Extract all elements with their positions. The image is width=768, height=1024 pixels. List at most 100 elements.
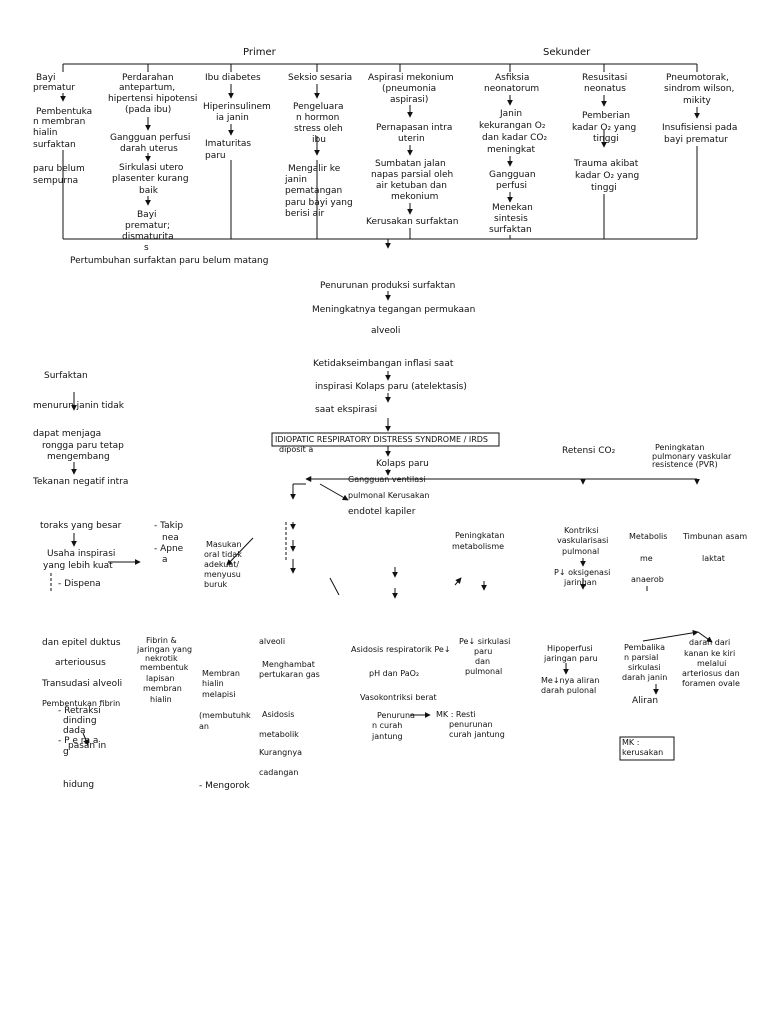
pvr-0: Peningkatan — [655, 443, 704, 452]
asidosis-met-1: metabolik — [259, 730, 299, 739]
c4-line-7: pematangan — [285, 186, 342, 196]
asidosis-met-3: cadangan — [259, 768, 298, 777]
primary-cause-ibu-diabetes: Ibu diabetes Hiperinsulinem ia janin Ima… — [203, 73, 271, 239]
darah-4: foramen ovale — [682, 679, 740, 688]
surfaktan-label: Surfaktan — [44, 371, 88, 381]
oksigenasi-0: P↓ oksigenasi — [554, 568, 610, 577]
menurun-janin: menurun janin tidak — [33, 401, 125, 411]
asidosis-met-2: Kurangnya — [259, 748, 302, 757]
saat-ekspirasi: saat ekspirasi — [315, 405, 377, 415]
c1-line-0: Bayi — [36, 73, 56, 83]
pernapasan-2: g — [63, 747, 69, 757]
s4-line-0: Pneumotorak, — [666, 73, 729, 83]
hipoperfusi-1: jaringan paru — [543, 654, 598, 663]
membran-1: hialin — [202, 679, 224, 688]
c2-line-0: Perdarahan — [122, 73, 174, 83]
transudasi: Transudasi alveoli — [41, 679, 122, 689]
s2-line-9: sintesis — [494, 214, 528, 224]
vasokontriksi: Vasokontriksi berat — [360, 693, 437, 702]
metabolis-0: Metabolis — [629, 532, 667, 541]
c3-line-4: paru — [205, 151, 226, 161]
alveoli-label: alveoli — [371, 326, 400, 336]
sekunder-bracket — [399, 63, 698, 72]
pertumbuhan-surfaktan: Pertumbuhan surfaktan paru belum matang — [70, 256, 268, 266]
s1-line-7: air ketuban dan — [376, 181, 447, 191]
sirkulasi-2: dan — [475, 657, 490, 666]
primary-cause-perdarahan: Perdarahan antepartum, hipertensi hipote… — [108, 73, 197, 253]
darah-0: darah dari — [689, 638, 730, 647]
membran-2: melapisi — [202, 690, 236, 699]
c1-line-7: sempurna — [33, 176, 78, 186]
dapat-menjaga: dapat menjaga — [33, 429, 101, 439]
pembalikan-1: n parsial — [624, 653, 658, 662]
aliran-0: Me↓nya aliran — [541, 676, 599, 685]
kontriksi-2: pulmonal — [562, 547, 599, 556]
primary-cause-seksio-sesaria: Seksio sesaria Pengeluara n hormon stres… — [284, 73, 353, 239]
c2-line-7: plasenter kurang — [112, 174, 189, 184]
s3-line-2: Pemberian — [582, 111, 630, 121]
central-pathway: Pertumbuhan surfaktan paru belum matang … — [70, 256, 700, 517]
kontriksi-1: vaskularisasi — [557, 536, 608, 545]
s1-line-9: Kerusakan surfaktan — [366, 217, 458, 227]
ph-pao2: pH dan PaO₂ — [369, 669, 419, 678]
c4-line-1: Pengeluara — [293, 102, 344, 112]
s1-line-2: aspirasi) — [390, 95, 428, 105]
c2-line-4: Gangguan perfusi — [110, 133, 190, 143]
masukan-2: adekuat/ — [204, 560, 239, 569]
c2-line-8: baik — [139, 186, 159, 196]
rongga-paru: rongga paru tetap — [42, 441, 124, 451]
darah-2: melalui — [697, 659, 726, 668]
sirkulasi-1: paru — [474, 647, 492, 656]
s3-line-0: Resusitasi — [582, 73, 627, 83]
kontriksi-0: Kontriksi — [564, 526, 598, 535]
penurunan-produksi: Penurunan produksi surfaktan — [320, 281, 455, 291]
retraksi-1: dinding — [63, 716, 97, 726]
s1-line-6: napas parsial oleh — [371, 170, 453, 180]
aliran-1: darah pulonal — [541, 686, 596, 695]
c2-line-1: antepartum, — [119, 83, 175, 93]
inspirasi-kolaps: inspirasi Kolaps paru (atelektasis) — [315, 382, 467, 392]
dispena: - Dispena — [58, 579, 101, 589]
pvr-1: pulmonary vaskular — [652, 452, 732, 461]
takip-1: nea — [162, 533, 179, 543]
c1-line-6: paru belum — [33, 164, 85, 174]
heading-sekunder: Sekunder — [543, 47, 591, 58]
darah-1: kanan ke kiri — [684, 649, 735, 658]
c2-line-6: Sirkulasi utero — [119, 163, 184, 173]
sirkulasi-3: pulmonal — [465, 667, 502, 676]
c4-line-9: berisi air — [285, 209, 325, 219]
timbunan-1: laktat — [702, 554, 725, 563]
s2-line-3: kekurangan O₂ — [479, 121, 546, 131]
oksigenasi-1: jaringan — [563, 578, 597, 587]
masukan-0: Masukan — [206, 540, 242, 549]
c2-line-2: hipertensi hipotensi — [108, 94, 197, 104]
s2-line-5: meningkat — [487, 145, 535, 155]
secondary-cause-asfiksia: Asfiksia neonatorum Janin kekurangan O₂ … — [479, 73, 548, 239]
s3-line-5: Trauma akibat — [573, 159, 639, 169]
c2-line-11: dismaturita — [122, 232, 174, 242]
takip-2: - Apne — [154, 544, 184, 554]
alveoli-bottom: alveoli — [259, 637, 285, 646]
pembalikan-3: darah janin — [622, 673, 667, 682]
irds-title: IDIOPATIC RESPIRATORY DISTRESS SYNDROME … — [275, 435, 488, 444]
s3-line-3: kadar O₂ yang — [572, 123, 636, 133]
endotel-kapiler: endotel kapiler — [348, 507, 416, 517]
s2-line-4: dan kadar CO₂ — [482, 133, 548, 143]
pernapasan-1: pasan in — [68, 741, 106, 751]
pvr-2: resistence (PVR) — [652, 460, 718, 469]
fibrin-6: hialin — [150, 695, 172, 704]
asidosis-met-0: Asidosis — [262, 710, 294, 719]
mk-resti-2: curah jantung — [449, 730, 505, 739]
c1-line-1: prematur — [33, 83, 75, 93]
c1-line-3: n membran — [33, 117, 85, 127]
fibrin-1: jaringan yang — [136, 645, 192, 654]
asidosis-respiratorik: Asidosis respiratorik Pe↓ — [351, 645, 451, 654]
s3-line-4: tinggi — [593, 134, 619, 144]
pembalikan-2: sirkulasi — [628, 663, 661, 672]
retensi-co2: Retensi CO₂ — [562, 446, 616, 456]
left-side-pathway: Surfaktan menurun janin tidak dapat menj… — [32, 371, 398, 599]
toraks-besar: toraks yang besar — [40, 521, 122, 531]
tekanan-negatif: Tekanan negatif intra — [32, 477, 128, 487]
c1-line-4: hialin — [33, 128, 57, 138]
c4-line-5: Mengalir ke — [288, 164, 341, 174]
